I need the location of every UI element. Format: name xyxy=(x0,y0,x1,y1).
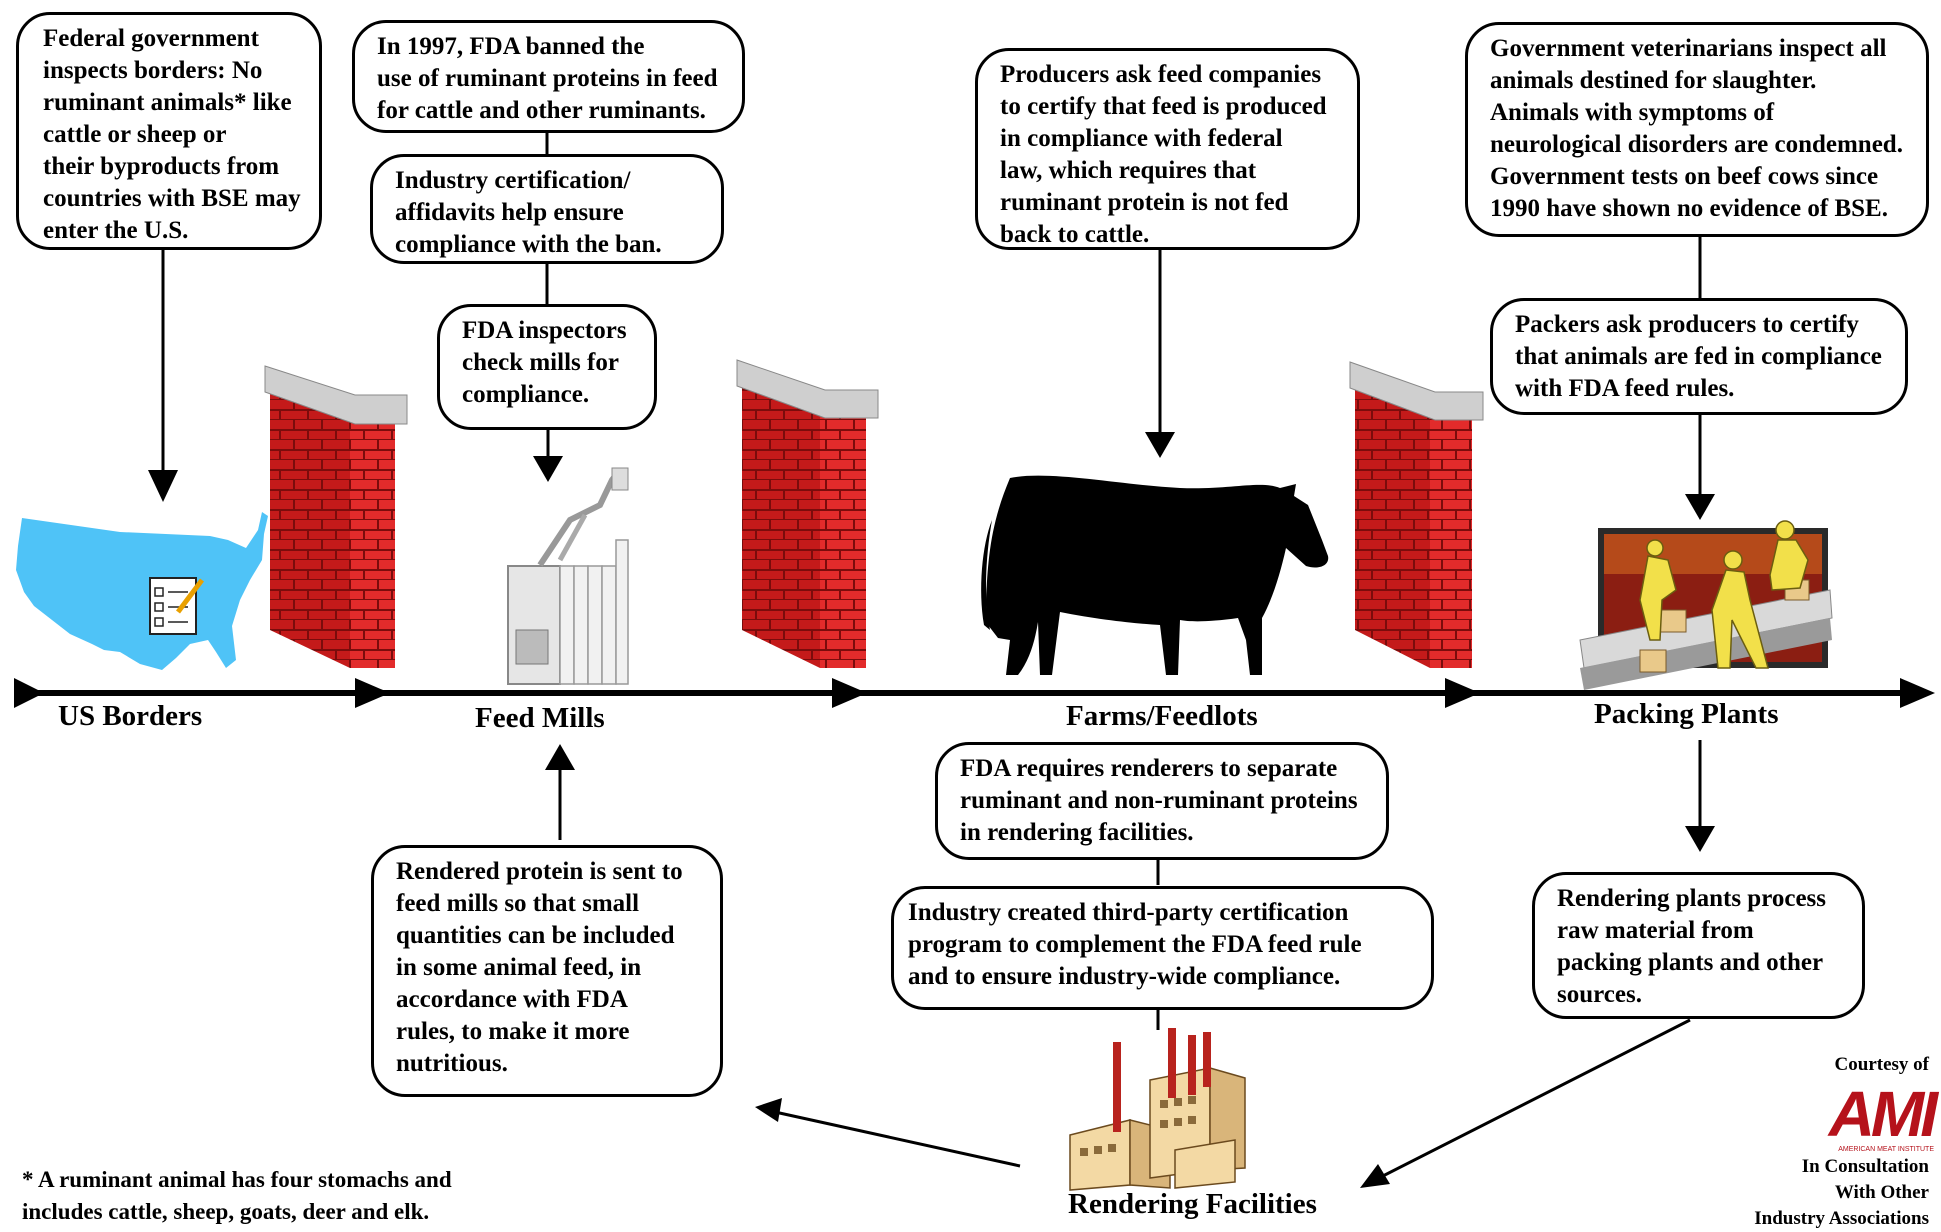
rendering-plants-box: Rendering plants process raw material fr… xyxy=(1532,872,1865,1019)
stage-label-rendering: Rendering Facilities xyxy=(1068,1188,1317,1220)
ruminant-footnote: * A ruminant animal has four stomachs an… xyxy=(22,1167,452,1224)
stage-label-us-borders: US Borders xyxy=(58,700,203,732)
third-party-cert-box: Industry created third-party certificati… xyxy=(891,886,1434,1010)
stage-label-farms: Farms/Feedlots xyxy=(1066,700,1258,732)
stage-label-packing: Packing Plants xyxy=(1594,698,1779,730)
fda-ban-box: In 1997, FDA banned the use of ruminant … xyxy=(352,20,745,133)
rendered-protein-box: Rendered protein is sent to feed mills s… xyxy=(371,845,723,1097)
fda-inspectors-box: FDA inspectors check mills for complianc… xyxy=(437,304,657,430)
arrow-to-rendered-protein xyxy=(755,1098,782,1122)
producers-ask-box: Producers ask feed companies to certify … xyxy=(975,48,1360,250)
industry-cert-box: Industry certification/ affidavits help … xyxy=(370,154,724,264)
ami-logo-text: AMI xyxy=(1828,1078,1938,1150)
consultation-label: In Consultation With Other Industry Asso… xyxy=(1754,1156,1929,1229)
courtesy-label: Courtesy of xyxy=(1834,1054,1929,1075)
arrow-up-feed-mills xyxy=(545,744,575,770)
timeline-arrow xyxy=(14,678,1935,708)
arrow-down-borders xyxy=(148,470,178,502)
arrow-down-rendering-plants xyxy=(1685,826,1715,852)
stage-label-feed-mills: Feed Mills xyxy=(475,702,605,734)
borders-info-box: Federal government inspects borders: No … xyxy=(16,12,322,250)
arrow-down-farms xyxy=(1145,432,1175,458)
gov-vets-box: Government veterinarians inspect all ani… xyxy=(1465,22,1929,237)
packers-ask-box: Packers ask producers to certify that an… xyxy=(1490,298,1908,415)
ami-logo-subtitle: AMERICAN MEAT INSTITUTE xyxy=(1838,1146,1934,1153)
arrow-to-rendering-facilities xyxy=(1360,1164,1390,1188)
arrow-down-packing xyxy=(1685,494,1715,520)
fda-renderers-box: FDA requires renderers to separate rumin… xyxy=(935,742,1389,860)
arrow-down-mills xyxy=(533,456,563,482)
ami-logo: AMI AMERICAN MEAT INSTITUTE xyxy=(1800,1078,1938,1153)
